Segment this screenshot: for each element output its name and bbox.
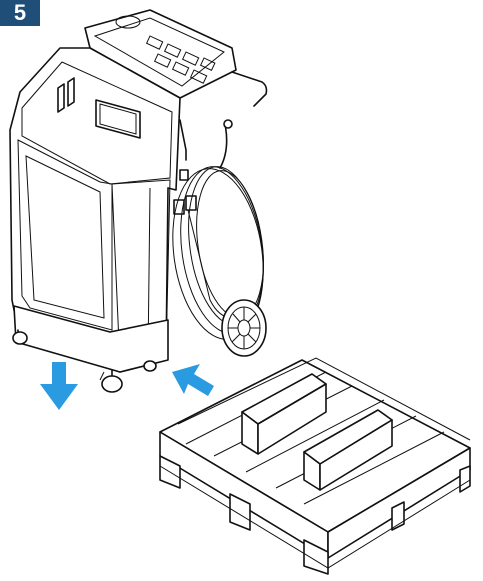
ac-service-machine (9, 9, 268, 393)
front-door (17, 139, 113, 331)
gauge-dial (115, 15, 141, 29)
display-screen (95, 99, 141, 139)
front-casters (12, 329, 157, 393)
rear-handle (231, 71, 268, 107)
rear-wheel (221, 299, 267, 357)
pallet-block-mid (229, 493, 251, 531)
pallet-block-front (303, 539, 329, 575)
shipping-pallet (159, 357, 471, 575)
panel-buttons (145, 35, 216, 84)
step-number-badge: 5 (0, 0, 40, 26)
vent-slots (57, 77, 75, 113)
arrow-down-icon (40, 362, 78, 410)
arrow-up-left-icon (172, 364, 214, 396)
hose-fittings (173, 119, 233, 215)
